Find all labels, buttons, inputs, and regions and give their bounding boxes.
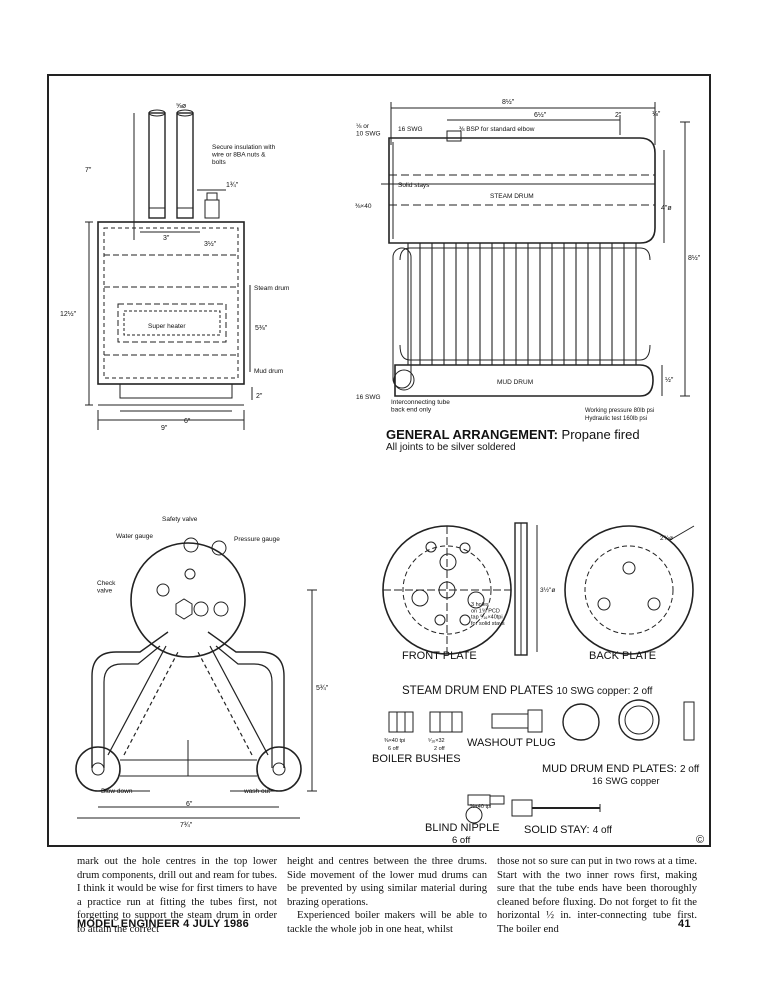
mud-drum-end-name: MUD DRUM END PLATES: [542, 763, 677, 775]
label-bsp-elbow: ⅜ BSP for standard elbow [459, 126, 535, 133]
dim-side-3: 3" [163, 235, 170, 242]
dim-front-6: 6" [186, 801, 193, 808]
front-view [75, 537, 317, 819]
solid-stay-title: SOLID STAY: 4 off [524, 824, 612, 836]
label-pressure-gauge: Pressure gauge [234, 536, 280, 543]
label-wash-out: wash out [243, 788, 270, 795]
dim-side-6: 6" [184, 418, 191, 425]
label-bush-a: ⅜×40 tpi [384, 738, 405, 744]
dim-front-7-3-4: 7¾" [180, 822, 193, 829]
steam-drum-end-title: STEAM DRUM END PLATES 10 SWG copper: 2 o… [402, 685, 652, 697]
dim-side-12: 12½" [60, 310, 77, 318]
paragraph: mark out the hole centres in the top low… [77, 856, 277, 935]
label-safety-valve: Safety valve [162, 516, 198, 523]
paragraph: those not so sure can put in two rows at… [497, 856, 697, 935]
dim-side-7: 7" [85, 167, 92, 174]
copyright-symbol: © [696, 834, 705, 846]
dim-side-2: 2" [256, 393, 263, 400]
mud-drum-end-title: MUD DRUM END PLATES: 2 off [542, 763, 699, 775]
label-blind-thread: ⅜×40 tpi [470, 804, 491, 810]
mud-drum-end-qty: 2 off [679, 764, 700, 775]
paragraph: Experienced boiler makers will be able t… [287, 910, 487, 935]
ga-title: GENERAL ARRANGEMENT: Propane fired [386, 427, 640, 442]
ga-heading-sub: Propane fired [561, 427, 640, 442]
label-solid-stays: Solid stays [398, 182, 430, 189]
label-x40: ⅜×40 [355, 203, 372, 210]
label-hydraulic: Hydraulic test 160lb psi [585, 416, 647, 422]
dim-side-3-1-2: 3½" [204, 240, 217, 248]
dim-ga-right-width: 6½" [534, 111, 547, 119]
text-column-2: height and centres between the three dru… [287, 855, 487, 935]
ga-heading: GENERAL ARRANGEMENT: [386, 427, 558, 442]
boiler-bushes-title: BOILER BUSHES [372, 753, 461, 765]
blind-nipple-qty: 6 off [452, 835, 471, 846]
general-arrangement [381, 102, 690, 397]
label-bush-b: ⁵⁄₁₆×32 [428, 737, 445, 744]
label-working-pressure: Working pressure 80lb psi [585, 408, 654, 414]
dim-ga-dia: 4"ø [661, 205, 672, 212]
label-16swg-top: 16 SWG [398, 126, 423, 133]
text-column-3: those not so sure can put in two rows at… [497, 855, 697, 935]
label-mud-drum: MUD DRUM [497, 379, 533, 386]
magazine-footer: MODEL ENGINEER 4 JULY 1986 [77, 918, 249, 930]
solid-stay-name: SOLID STAY: [524, 824, 590, 836]
small-parts [388, 699, 695, 824]
label-superheater: Super heater [148, 323, 186, 330]
back-plate-title: BACK PLATE [589, 650, 657, 662]
dim-side-9: 9" [161, 425, 168, 432]
dim-side-1-3-4: 1¾" [226, 182, 239, 189]
label-16swg-bottom: 16 SWG [356, 394, 381, 401]
label-mud-drum-side: Mud drum [254, 368, 283, 375]
label-steam-drum-side: Steam drum [254, 285, 289, 292]
dim-ga-height: 8½" [688, 254, 701, 262]
solid-stay-qty: 4 off [592, 825, 612, 836]
blind-nipple-title: BLIND NIPPLE [425, 822, 500, 834]
dim-ga-mud-half: ½" [665, 376, 674, 384]
label-steam-drum: STEAM DRUM [490, 193, 534, 200]
dim-side-5-3-8: 5⅜" [255, 325, 268, 332]
paragraph: height and centres between the three dru… [287, 856, 487, 908]
article-text: mark out the hole centres in the top low… [77, 855, 697, 935]
dim-ga-gap-2: 2" [615, 112, 622, 119]
text-column-1: mark out the hole centres in the top low… [77, 855, 277, 935]
front-plate-drawing [382, 522, 538, 656]
mud-drum-end-spec: 16 SWG copper [592, 776, 660, 787]
dim-front-5-3-4: 5¾" [316, 685, 329, 692]
washout-plug-title: WASHOUT PLUG [467, 737, 556, 749]
label-water-gauge: Water gauge [116, 533, 153, 540]
steam-drum-end-name: STEAM DRUM END PLATES [402, 685, 554, 697]
dim-plate-3-1-2: 3½"ø [540, 586, 555, 594]
ga-note: All joints to be silver soldered [386, 442, 516, 453]
label-bush-b-qty: 2 off [434, 746, 445, 752]
dim-plate-2: 2¾ø [660, 535, 673, 542]
back-plate-drawing [564, 525, 695, 655]
steam-drum-end-spec: 10 SWG copper: 2 off [556, 686, 653, 697]
page-number: 41 [678, 918, 691, 930]
front-plate-title: FRONT PLATE [402, 650, 477, 662]
label-blow-down: Blow down [101, 788, 133, 795]
dim-side-top-dia: ⅝ø [176, 103, 187, 110]
drawing-frame [47, 74, 711, 847]
dim-ga-top-width: 8½" [502, 98, 515, 106]
side-elevation [85, 109, 253, 430]
dim-ga-small: ⅛" [652, 111, 661, 118]
label-bush-a-qty: 6 off [388, 746, 399, 752]
